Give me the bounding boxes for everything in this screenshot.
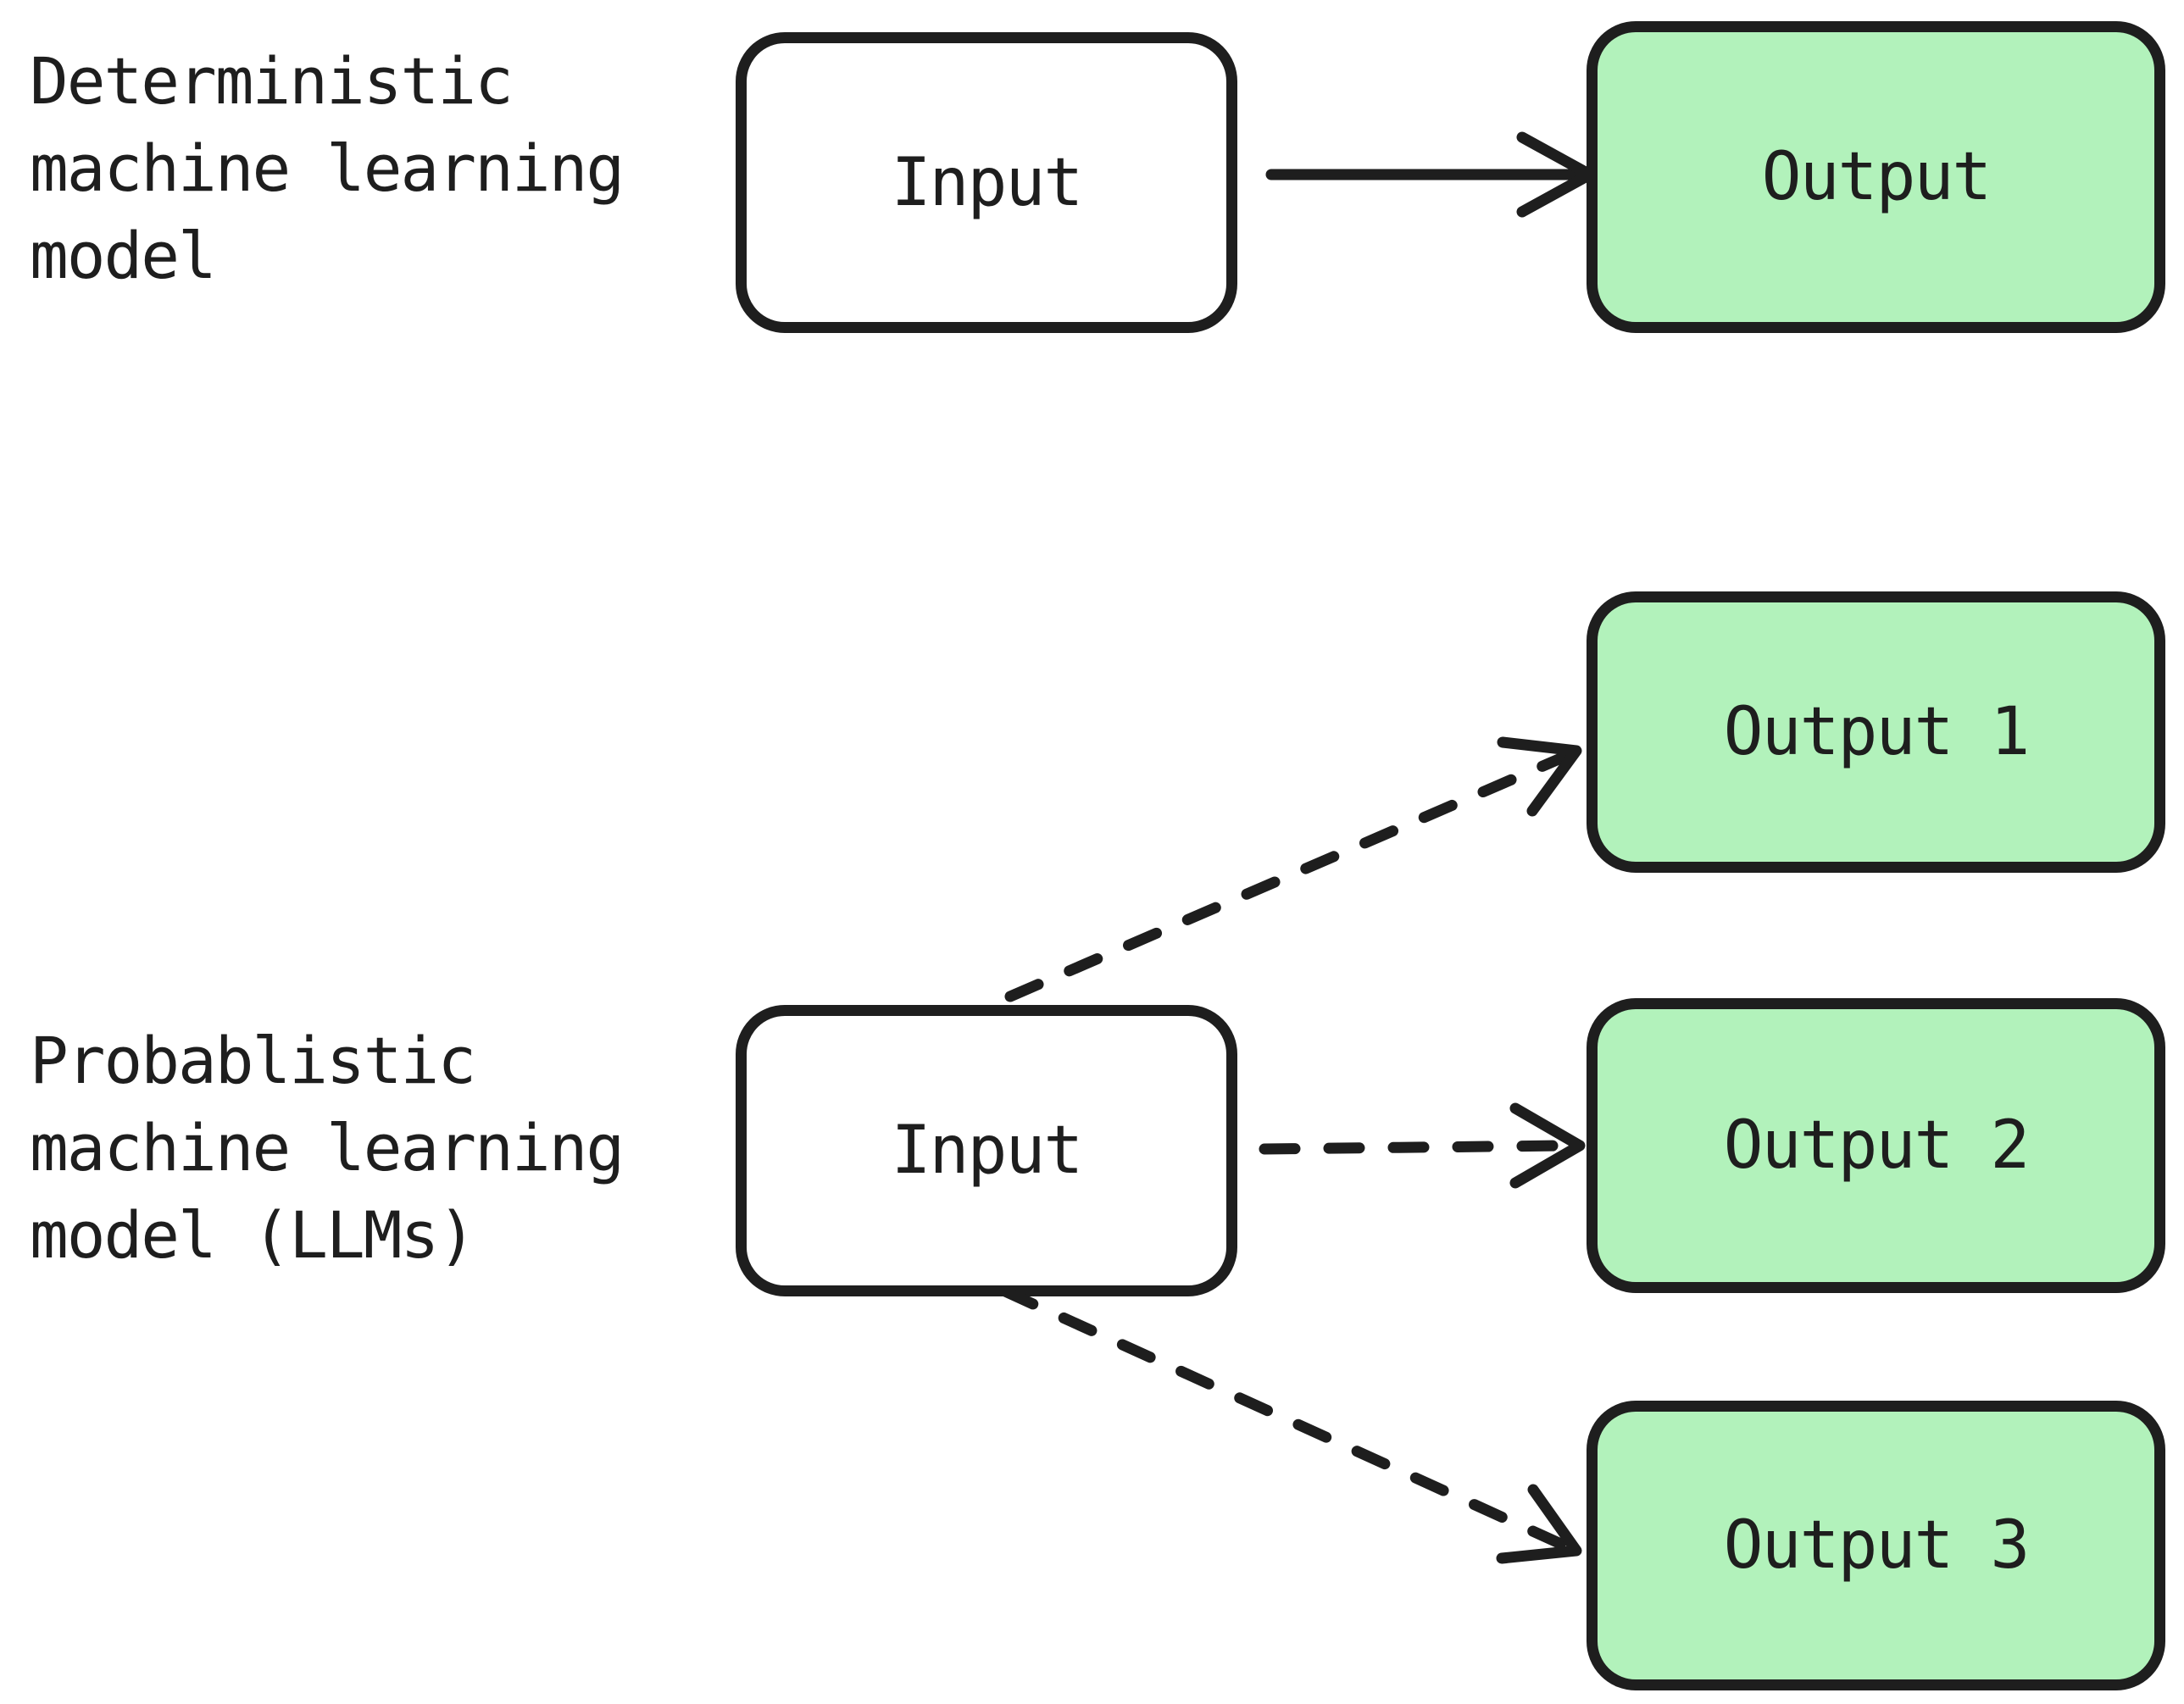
probablistic-output-1-box: Output 1: [1587, 591, 2165, 873]
solid-arrow-head-icon: [1516, 131, 1596, 218]
dashed-arrow-1-line: [1004, 751, 1570, 1002]
dashed-arrow-3-head-icon: [1496, 1484, 1582, 1564]
deterministic-output-label: Output: [1761, 139, 1992, 215]
dashed-arrow-2-line: [1259, 1140, 1572, 1155]
probablistic-output-2-label: Output 2: [1723, 1107, 2031, 1184]
probablistic-output-2-box: Output 2: [1587, 998, 2165, 1293]
deterministic-output-box: Output: [1587, 21, 2165, 333]
dashed-arrow-2-head-icon: [1509, 1102, 1586, 1189]
deterministic-section-caption: Deterministic machine learning model: [30, 43, 625, 293]
probablistic-input-box: Input: [736, 1005, 1237, 1296]
deterministic-input-label: Input: [891, 144, 1084, 221]
probablistic-output-3-label: Output 3: [1723, 1507, 2031, 1584]
probablistic-input-label: Input: [891, 1113, 1084, 1189]
dashed-arrow-3-line: [999, 1285, 1570, 1551]
probablistic-section-caption: Probablistic machine learning model (LLM…: [30, 1023, 625, 1273]
deterministic-input-box: Input: [736, 32, 1237, 333]
probablistic-output-1-label: Output 1: [1723, 694, 2031, 770]
dashed-arrow-1-head-icon: [1497, 736, 1582, 817]
probablistic-output-3-box: Output 3: [1587, 1401, 2165, 1690]
